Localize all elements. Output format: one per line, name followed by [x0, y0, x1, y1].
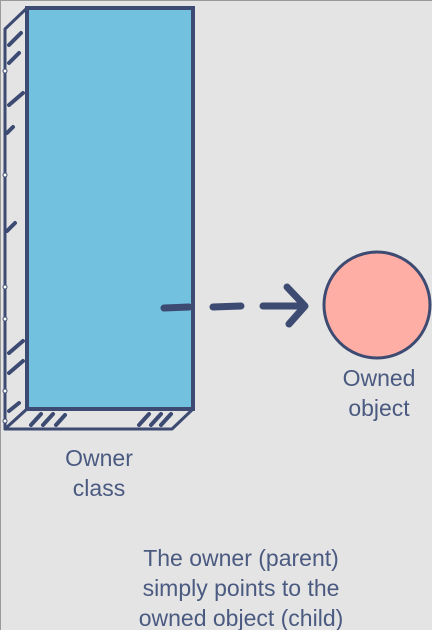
owner-class-label: Owner class	[39, 443, 159, 503]
owner-box-specks	[2, 68, 8, 424]
pointer-arrow-dash-1	[160, 303, 193, 312]
pointer-arrow-dash-2	[209, 302, 245, 311]
owner-class-label-line1: Owner	[65, 445, 133, 471]
owner-class-box	[25, 6, 195, 411]
owned-object-label: Owned object	[319, 363, 432, 423]
caption-line2: simply points to the	[142, 575, 340, 601]
pointer-arrow	[160, 283, 309, 328]
owned-object-label-line1: Owned	[342, 365, 416, 391]
caption-line3: owned object (child)	[138, 605, 344, 630]
pointer-arrow-head	[283, 283, 309, 328]
owned-object-label-line2: object	[348, 395, 410, 421]
owned-object-circle	[322, 250, 432, 360]
caption-line1: The owner (parent)	[143, 545, 339, 571]
owner-box-hatching	[5, 31, 173, 427]
diagram-caption: The owner (parent) simply points to the …	[91, 543, 391, 630]
owner-class-label-line2: class	[72, 475, 126, 501]
